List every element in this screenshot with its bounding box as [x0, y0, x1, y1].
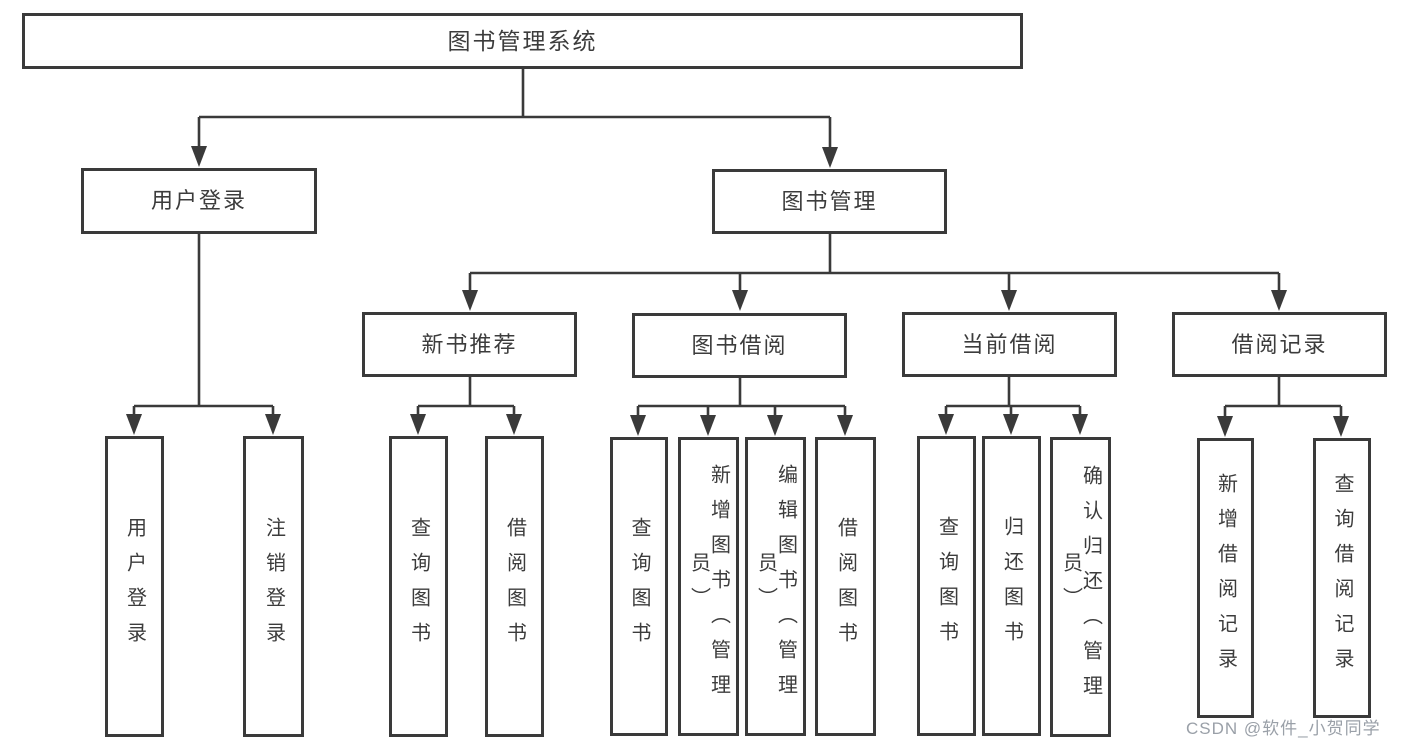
- leaf-return-book: 归还图书: [982, 436, 1041, 736]
- arrowheads: [126, 146, 1349, 437]
- csdn-watermark: CSDN @软件_小贺同学: [1186, 719, 1381, 738]
- node-book-borrowing: 图书借阅: [632, 313, 847, 378]
- connector-newbook-to-leaves: [416, 377, 516, 421]
- leaf-query-books-borrowing: 查询图书: [610, 437, 668, 736]
- connector-bookmgmt-to-level3: [468, 233, 1281, 296]
- node-borrowing-records: 借阅记录: [1172, 312, 1387, 377]
- leaf-add-borrow-record: 新增借阅记录: [1197, 438, 1254, 718]
- leaf-confirm-return-admin: 确认归还（管理员）: [1050, 437, 1111, 737]
- node-user-login: 用户登录: [81, 168, 317, 234]
- leaf-logout: 注销登录: [243, 436, 304, 737]
- node-book-management: 图书管理: [712, 169, 947, 234]
- leaf-borrow-books-recommend: 借阅图书: [485, 436, 544, 737]
- leaf-query-books-recommend: 查询图书: [389, 436, 448, 737]
- node-new-book-recommend: 新书推荐: [362, 312, 577, 377]
- connector-records-to-leaves: [1223, 377, 1343, 423]
- leaf-add-book-admin: 新增图书（管理员）: [678, 437, 739, 736]
- connector-bookborrow-to-leaves: [636, 377, 847, 422]
- leaf-edit-book-admin: 编辑图书（管理员）: [745, 437, 806, 736]
- connector-root-to-level2: [197, 68, 832, 153]
- leaf-query-books-current: 查询图书: [917, 436, 976, 736]
- node-current-borrowing: 当前借阅: [902, 312, 1117, 377]
- connector-userlogin-to-leaves: [132, 233, 275, 421]
- leaf-query-borrow-record: 查询借阅记录: [1313, 438, 1371, 718]
- leaf-borrow-books-borrowing: 借阅图书: [815, 437, 876, 736]
- leaf-user-login: 用户登录: [105, 436, 164, 737]
- connector-currentborrow-to-leaves: [944, 377, 1082, 421]
- node-library-system: 图书管理系统: [22, 13, 1023, 69]
